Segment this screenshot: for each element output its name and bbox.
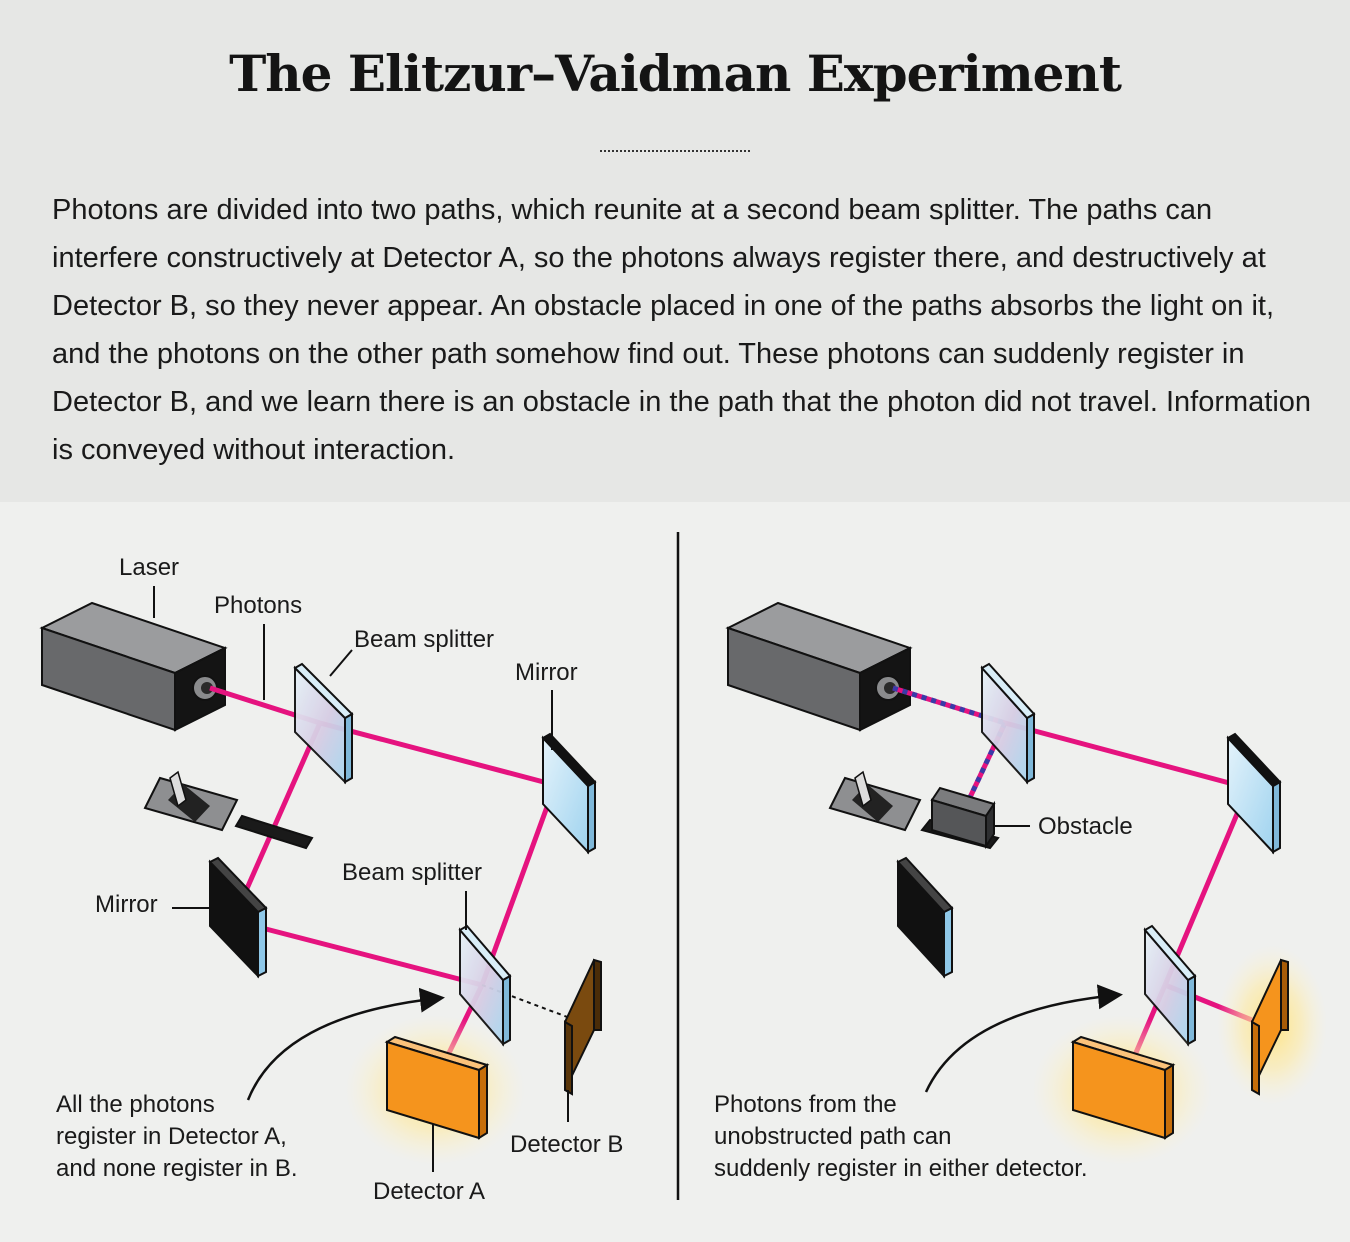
label-beam-splitter-top: Beam splitter: [354, 626, 494, 653]
detector-b-right: [1217, 945, 1327, 1105]
description-text: Photons are divided into two paths, whic…: [52, 194, 1312, 466]
beam-splitter-top: [293, 662, 354, 785]
label-mirror-left: Mirror: [95, 891, 158, 918]
left-caption-line-1: All the photons: [56, 1091, 215, 1118]
right-caption-line-1: Photons from the: [714, 1091, 897, 1118]
page-title: The Elitzur–Vaidman Experiment: [229, 44, 1122, 103]
label-obstacle: Obstacle: [1038, 813, 1133, 840]
left-caption-line-3: and none register in B.: [56, 1155, 298, 1182]
beam-splitter-bottom-right: [1143, 924, 1197, 1047]
beam-splitter-top-right: [980, 662, 1036, 785]
left-leader-lines: [153, 586, 569, 1172]
label-beam-splitter-bottom: Beam splitter: [342, 859, 482, 886]
title-divider: [600, 150, 750, 152]
obstacle-block: [920, 786, 1000, 850]
header-panel: The Elitzur–Vaidman Experiment Photons a…: [0, 0, 1350, 502]
label-detector-b: Detector B: [510, 1131, 623, 1158]
unobstructed-beam-paths: [1004, 720, 1253, 1056]
laser: [39, 601, 228, 732]
right-panel: Obstacle Photons from the unobstructed p…: [714, 601, 1327, 1182]
label-detector-a: Detector A: [373, 1178, 485, 1205]
left-panel: Laser Photons Beam splitter Mirror Mirro…: [39, 554, 623, 1205]
detector-a-right: [1032, 1015, 1212, 1165]
right-caption-line-3: suddenly register in either detector.: [714, 1155, 1088, 1182]
label-mirror-right: Mirror: [515, 659, 578, 686]
detector-b-left: [564, 958, 602, 1096]
mirror-right-right: [1226, 732, 1282, 855]
laser-right: [725, 601, 913, 732]
mirror-left-right: [896, 856, 954, 979]
label-photons: Photons: [214, 592, 302, 619]
right-caption-line-2: unobstructed path can: [714, 1123, 952, 1150]
obstacle-stand-right: [828, 770, 922, 832]
beam-splitter-bottom: [458, 924, 512, 1047]
mirror-right: [541, 732, 597, 855]
right-caption-arrow: [924, 984, 1123, 1093]
label-laser: Laser: [119, 554, 179, 581]
detector-a-left: [345, 1015, 525, 1165]
left-caption-arrow: [246, 987, 445, 1101]
mirror-left: [208, 856, 268, 979]
left-caption-line-2: register in Detector A,: [56, 1123, 287, 1150]
obstacle-stand: [143, 770, 314, 850]
experiment-diagram: Laser Photons Beam splitter Mirror Mirro…: [39, 532, 1327, 1205]
